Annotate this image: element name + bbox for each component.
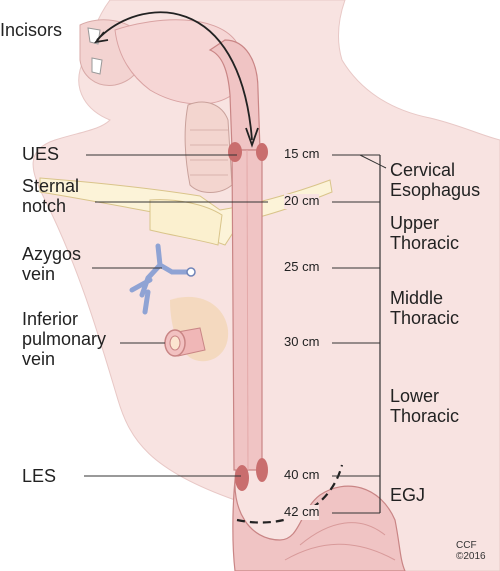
label-incisors: Incisors: [0, 20, 63, 40]
azygos-vein-end: [186, 267, 196, 277]
segment-lower-thoracic: Lower Thoracic: [390, 386, 460, 427]
swallow-arrow: [96, 11, 253, 141]
label-sternal-notch: Sternal notch: [22, 176, 80, 217]
larynx: [184, 101, 233, 193]
distance-40cm: 40 cm: [284, 467, 320, 483]
distance-42cm: 42 cm: [284, 504, 320, 520]
label-les: LES: [22, 466, 57, 486]
label-inferior-pulmonary-vein: Inferior pulmonary vein: [22, 309, 107, 370]
credit-line2: ©2016: [456, 551, 486, 562]
distance-20cm: 20 cm: [284, 193, 320, 209]
swallow-arrow-head: [245, 127, 259, 148]
lower-incisor: [91, 57, 103, 75]
stomach: [232, 469, 406, 571]
segment-middle-thoracic: Middle Thoracic: [390, 288, 460, 329]
les-sphincter-right: [256, 458, 268, 482]
pulmonary-vein-lumen: [169, 335, 181, 351]
segment-cervical-esophagus: Cervical Esophagus: [390, 160, 481, 201]
stomach-folds: [284, 522, 396, 561]
esophagus-lumen: [246, 149, 249, 471]
credit: CCF ©2016: [456, 540, 486, 562]
distance-30cm: 30 cm: [284, 334, 320, 350]
sternum: [149, 199, 223, 246]
ues-sphincter: [228, 142, 242, 162]
distance-15cm: 15 cm: [284, 146, 320, 162]
body-silhouette: [32, 0, 500, 571]
swallow-arrow-tail: [93, 31, 109, 44]
trachea-rings: [190, 129, 228, 176]
les-sphincter: [235, 465, 249, 491]
label-azygos-vein: Azygos vein: [22, 244, 82, 285]
segment-upper-thoracic: Upper Thoracic: [390, 213, 460, 254]
distance-25cm: 25 cm: [284, 259, 320, 275]
cervical-bracket: [359, 154, 387, 169]
ues-sphincter-right: [256, 143, 268, 161]
azygos-vein: [129, 243, 193, 315]
segment-egj: EGJ: [390, 485, 426, 505]
credit-line1: CCF: [456, 540, 477, 551]
label-ues: UES: [22, 144, 60, 164]
